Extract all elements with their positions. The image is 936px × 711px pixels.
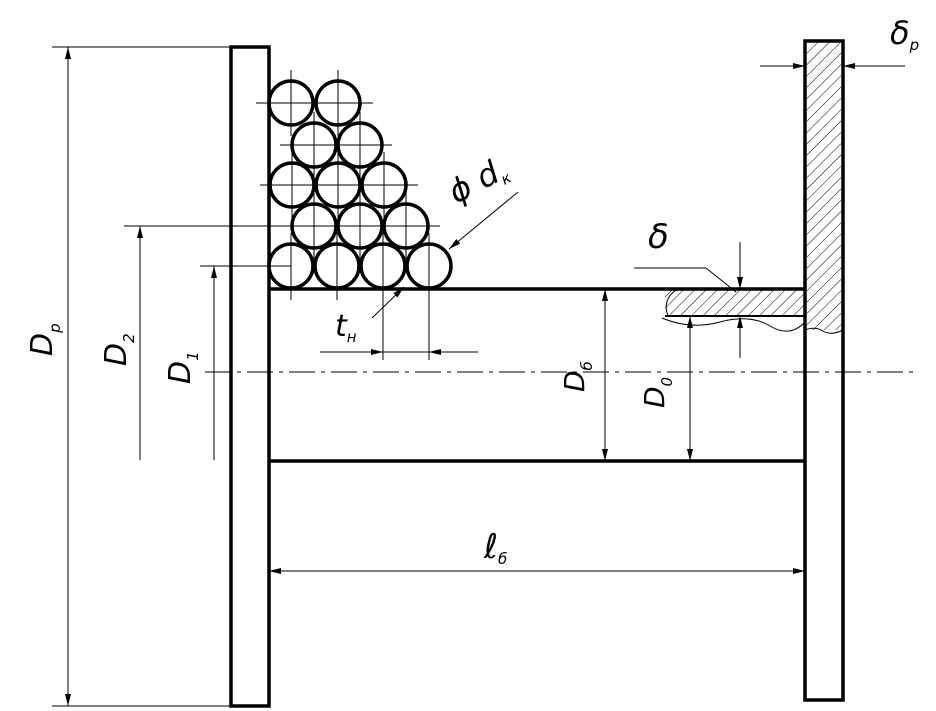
right-flange-break-line (804, 327, 844, 334)
left-flange (229, 45, 271, 708)
drum-wall-break-left (665, 289, 677, 317)
label-wall-thickness: δ (648, 217, 669, 257)
dim-flange-diameter (52, 46, 231, 707)
drum-wall-section (665, 290, 805, 316)
dim-outer-winding-diameter (124, 225, 314, 460)
label-flange-thickness: δр (890, 14, 919, 54)
label-winding-pitch: tн (335, 309, 357, 346)
drum-wall-break-bottom (661, 317, 806, 332)
label-drum-length: ℓб (483, 527, 507, 568)
label-inner-winding-diameter: D1 (163, 351, 202, 384)
dim-winding-pitch (320, 286, 478, 355)
right-flange (803, 39, 845, 702)
dim-cable-diameter (448, 191, 519, 250)
right-flange-section-hatch (807, 43, 841, 330)
label-drum-diameter: Dб (558, 361, 596, 392)
label-outer-winding-diameter: D2 (99, 333, 138, 366)
label-bore-diameter: D0 (638, 377, 676, 408)
dim-inner-winding-diameter (200, 265, 291, 460)
label-flange-diameter: Dр (25, 323, 64, 356)
dim-wall-thickness (634, 242, 743, 358)
label-cable-diameter: ϕ dк (442, 149, 514, 213)
cable-center-lines (256, 70, 440, 360)
